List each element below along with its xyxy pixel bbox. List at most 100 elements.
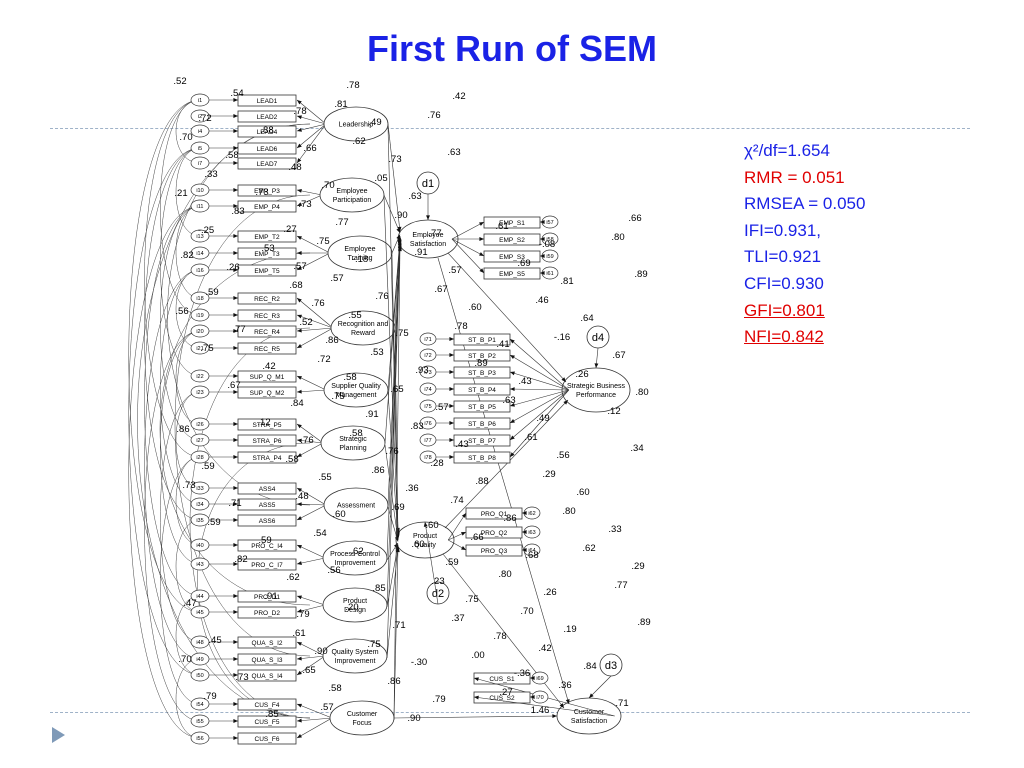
path-es-sbp — [447, 252, 567, 383]
coef-135: .91 — [264, 591, 277, 602]
coef-27: .76 — [300, 435, 313, 446]
indicator-PRO_D2 — [237, 606, 297, 619]
error-i20-label: i20 — [196, 329, 203, 335]
indicator-EMP_S1-label: EMP_S1 — [499, 220, 525, 227]
coef-60: .43 — [518, 376, 531, 387]
coef-161: .57 — [330, 273, 343, 284]
loading-ST_B_P6 — [509, 389, 569, 424]
error-arrow-i78-head — [449, 455, 454, 459]
indicator-STRA_P4-label: STRA_P4 — [253, 455, 282, 462]
coef-0: .52 — [173, 76, 186, 87]
loading-LEAD4 — [296, 123, 327, 132]
disturbance-d4-label: d4 — [592, 332, 604, 344]
coef-131: .34 — [630, 443, 643, 454]
loading-LEAD1 — [296, 99, 327, 125]
loading-CUS_F4 — [296, 703, 333, 719]
coef-96: .58 — [349, 428, 362, 439]
loading-QUA_S_I4 — [296, 655, 326, 676]
coef-148: .61 — [524, 432, 537, 443]
loading-QUA_S_I3-head — [297, 656, 302, 661]
factor-process-control-label-0: Process Control — [330, 551, 380, 558]
outcome-emp-satisfaction — [397, 219, 459, 259]
coef-136: .61 — [292, 628, 305, 639]
factor-recognition-label-0: Recognition and — [338, 321, 389, 328]
coef-54: .73 — [388, 154, 401, 165]
factor-recognition — [330, 310, 396, 346]
loading-REC_R5 — [296, 327, 334, 349]
indicator-REC_R4 — [237, 325, 297, 338]
path-cf-cs-head — [552, 714, 557, 719]
error-i18-label: i18 — [196, 296, 203, 302]
path-to-prod-quality-5 — [384, 444, 399, 541]
coef-112: .67 — [227, 380, 240, 391]
coef-141: .05 — [374, 173, 387, 184]
error-i23-label: i23 — [196, 390, 203, 396]
indicator-ST_B_P5 — [453, 400, 511, 413]
coef-111: .75 — [200, 343, 213, 354]
coef-33: -.30 — [411, 657, 427, 668]
path-to-prod-quality-1 — [383, 196, 399, 535]
coef-166: .28 — [430, 458, 443, 469]
indicator-ST_B_P5-label: ST_B_P5 — [468, 404, 496, 411]
error-covariance-arc-3-28 — [128, 147, 201, 676]
path-to-prod-quality-6-head — [394, 536, 399, 542]
error-arrow-i19-head — [233, 313, 238, 317]
indicator-CUS_S1-label: CUS_S1 — [489, 676, 515, 683]
coef-177: -.25 — [198, 225, 214, 236]
coef-178: .26 — [226, 262, 239, 273]
indicator-SUP_Q_M2-label: SUP_Q_M2 — [250, 390, 285, 397]
indicator-ST_B_P7-label: ST_B_P7 — [468, 438, 496, 445]
loading-ST_B_P4-head — [510, 387, 515, 392]
coef-43: .80 — [635, 387, 648, 398]
coef-94: .72 — [317, 354, 330, 365]
error-arrow-i11-head — [233, 204, 238, 208]
error-i61-label: i61 — [546, 271, 553, 277]
error-arrow-i43-head — [233, 562, 238, 566]
indicator-EMP_T5 — [237, 264, 297, 277]
error-arrow-i56-head — [233, 736, 238, 740]
error-i56-label: i56 — [196, 736, 203, 742]
error-i2-label: i2 — [198, 114, 202, 120]
coef-110: .56 — [175, 306, 188, 317]
coef-149: .29 — [542, 469, 555, 480]
indicator-ST_B_P2 — [453, 349, 511, 362]
coef-113: .12 — [257, 417, 270, 428]
coef-14: .75 — [465, 594, 478, 605]
error-arrow-i48-head — [233, 640, 238, 644]
coef-48: .62 — [286, 572, 299, 583]
error-i54-label: i54 — [196, 702, 203, 708]
coef-15: .78 — [493, 631, 506, 642]
coef-109: .89 — [634, 269, 647, 280]
loading-REC_R4 — [296, 327, 334, 332]
coef-42: .67 — [612, 350, 625, 361]
loading-ST_B_P7 — [509, 389, 569, 441]
coef-108: .80 — [611, 232, 624, 243]
factor-emp-training-label-0: Employee — [344, 246, 375, 253]
indicator-EMP_S3 — [483, 250, 541, 263]
coef-56: .77 — [428, 228, 441, 239]
coef-92: .68 — [289, 280, 302, 291]
error-arrow-i59-head — [540, 254, 545, 258]
coef-97: .86 — [371, 465, 384, 476]
error-i11-label: i11 — [197, 204, 204, 210]
error-i40-label: i40 — [196, 543, 203, 549]
error-arrow-i14-head — [233, 251, 238, 255]
indicator-PRO_C_I4-label: PRO_C_I4 — [251, 543, 283, 550]
loading-ST_B_P5 — [509, 389, 569, 407]
loading-PRO_D2-head — [297, 608, 302, 613]
coef-12: .60 — [425, 520, 438, 531]
error-i58-label: i58 — [546, 237, 553, 243]
coef-170: .70 — [520, 606, 533, 617]
coef-163: .53 — [370, 347, 383, 358]
indicator-SUP_Q_M1 — [237, 370, 297, 383]
coef-89: .33 — [204, 169, 217, 180]
error-covariance-arc-6-31 — [128, 205, 201, 739]
loading-ST_B_P6-head — [510, 419, 515, 423]
slide-title: First Run of SEM — [367, 28, 657, 69]
coef-76: .75 — [395, 328, 408, 339]
loading-STRA_P4 — [296, 442, 324, 458]
outcome-strategic-performance-label-0: Strategic Business — [567, 383, 625, 390]
indicator-LEAD2-label: LEAD2 — [257, 114, 278, 121]
indicator-PRO_D2-label: PRO_D2 — [254, 610, 280, 617]
loading-SUP_Q_M1 — [296, 375, 327, 391]
